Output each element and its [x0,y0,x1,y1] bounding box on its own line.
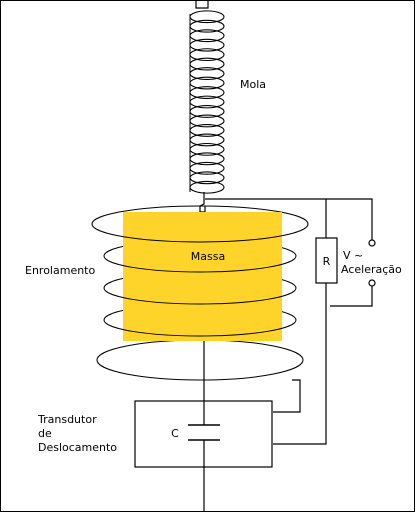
top-wire [205,198,373,240]
winding-coil-front [91,223,309,243]
output-terminal-bottom [368,279,376,287]
mass-label: Massa [191,250,225,263]
spring [189,10,225,194]
resistor-label: R [323,255,331,268]
spring-top-mount [195,0,209,9]
winding-coil-back [91,205,309,225]
winding-coil-front [103,255,297,273]
spring-bottom-attachment [199,192,206,213]
mass-block [123,212,282,341]
output-terminal-top [368,239,376,247]
coil-to-transducer-wire [273,379,301,413]
resistor-bottom-lead [273,283,327,445]
transducer-label-line3: Deslocamento [38,441,117,454]
terminal-bottom-wire [330,286,373,307]
transducer-label-line1: Transdutor [37,413,97,426]
winding-coil-front [103,319,297,337]
winding-coil-back [96,339,304,361]
winding-label: Enrolamento [25,264,95,277]
capacitor-label: C [171,427,179,440]
transducer-label-line2: de [38,427,52,440]
winding-coil-front [103,287,297,305]
voltage-label: V ~ [343,249,363,262]
acceleration-label: Aceleração [341,263,402,276]
winding-coil-front [96,359,304,381]
winding-coils-front [91,223,309,381]
spring-label: Mola [240,78,266,91]
